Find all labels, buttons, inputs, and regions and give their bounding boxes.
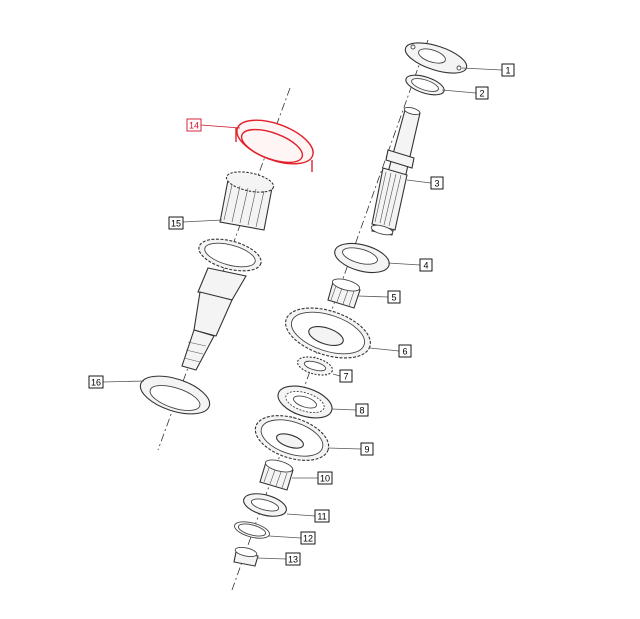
callout-2-label: 2	[479, 89, 484, 99]
part-1-flange-plate[interactable]	[402, 37, 470, 80]
callout-1[interactable]: 1	[501, 63, 515, 77]
callout-10[interactable]: 10	[317, 471, 333, 485]
callout-4-label: 4	[423, 261, 428, 271]
callout-3-label: 3	[434, 179, 439, 189]
callout-11[interactable]: 11	[314, 509, 330, 523]
part-13-nut[interactable]	[233, 546, 259, 567]
callout-7[interactable]: 7	[339, 369, 353, 383]
callout-3[interactable]: 3	[430, 176, 444, 190]
part-6-large-gear[interactable]	[279, 298, 376, 367]
part-9-gear[interactable]	[250, 407, 335, 469]
leader-14	[200, 124, 241, 129]
leader-16	[102, 380, 145, 383]
leader-15	[182, 219, 223, 223]
part-10-needle-bearing[interactable]	[259, 458, 294, 491]
leader-3	[406, 179, 432, 184]
callout-6[interactable]: 6	[398, 344, 412, 358]
callout-13-label: 13	[288, 555, 298, 565]
part-8-synchro-hub[interactable]	[274, 380, 336, 424]
part-14-seal[interactable]	[231, 111, 318, 172]
callout-5-label: 5	[391, 293, 396, 303]
part-5-needle-sleeve[interactable]	[327, 277, 361, 309]
callout-15-label: 15	[171, 219, 181, 229]
part-2-washer[interactable]	[404, 71, 447, 99]
callout-2[interactable]: 2	[475, 86, 489, 100]
callout-8-label: 8	[359, 406, 364, 416]
callout-6-label: 6	[402, 347, 407, 357]
callout-5[interactable]: 5	[387, 290, 401, 304]
callout-12-label: 12	[303, 534, 313, 544]
part-16-bearing[interactable]	[136, 369, 214, 422]
part-15-main-shaft[interactable]	[181, 168, 275, 371]
callout-10-label: 10	[320, 474, 330, 484]
leader-1	[461, 67, 503, 71]
callout-4[interactable]: 4	[419, 258, 433, 272]
callout-7-label: 7	[343, 372, 348, 382]
part-7-needle-bearing[interactable]	[296, 354, 335, 379]
leader-8	[331, 408, 357, 411]
callout-9-label: 9	[364, 445, 369, 455]
leader-2	[441, 89, 477, 94]
callout-9[interactable]: 9	[360, 442, 374, 456]
leader-5	[357, 295, 389, 298]
callout-1-label: 1	[505, 66, 510, 76]
callout-16-label: 16	[91, 378, 101, 388]
callout-14-label: 14	[189, 121, 199, 131]
callout-8[interactable]: 8	[355, 403, 369, 417]
callout-11-label: 11	[317, 512, 326, 522]
part-3-splined-shaft[interactable]	[370, 106, 421, 237]
callout-13[interactable]: 13	[285, 552, 301, 566]
leader-11	[286, 513, 316, 517]
callout-15[interactable]: 15	[168, 216, 184, 230]
part-12-snap-ring[interactable]	[233, 519, 271, 542]
leader-4	[387, 262, 421, 266]
leader-12	[268, 535, 302, 539]
part-11-bearing-ring[interactable]	[241, 490, 289, 521]
callout-12[interactable]: 12	[300, 531, 316, 545]
leader-7	[332, 373, 341, 377]
leader-13	[256, 557, 287, 560]
callout-14[interactable]: 14	[186, 118, 202, 132]
part-4-bearing[interactable]	[332, 238, 393, 278]
leader-9	[327, 447, 362, 450]
callout-16[interactable]: 16	[88, 375, 104, 389]
leader-6	[369, 347, 400, 352]
